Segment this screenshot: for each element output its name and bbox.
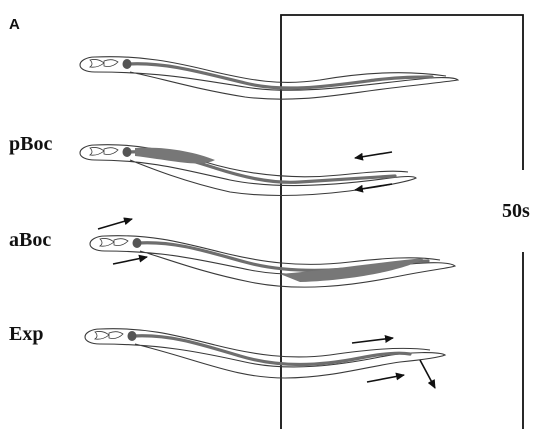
worm-baseline bbox=[80, 57, 458, 100]
worm-aboc bbox=[90, 219, 455, 287]
time-label: 50s bbox=[502, 200, 530, 223]
label-exp: Exp bbox=[9, 323, 43, 346]
panel-label: A bbox=[9, 16, 20, 33]
label-pboc: pBoc bbox=[9, 133, 52, 156]
worm-exp bbox=[85, 329, 445, 388]
label-aboc: aBoc bbox=[9, 229, 51, 252]
worm-pboc bbox=[80, 145, 416, 196]
